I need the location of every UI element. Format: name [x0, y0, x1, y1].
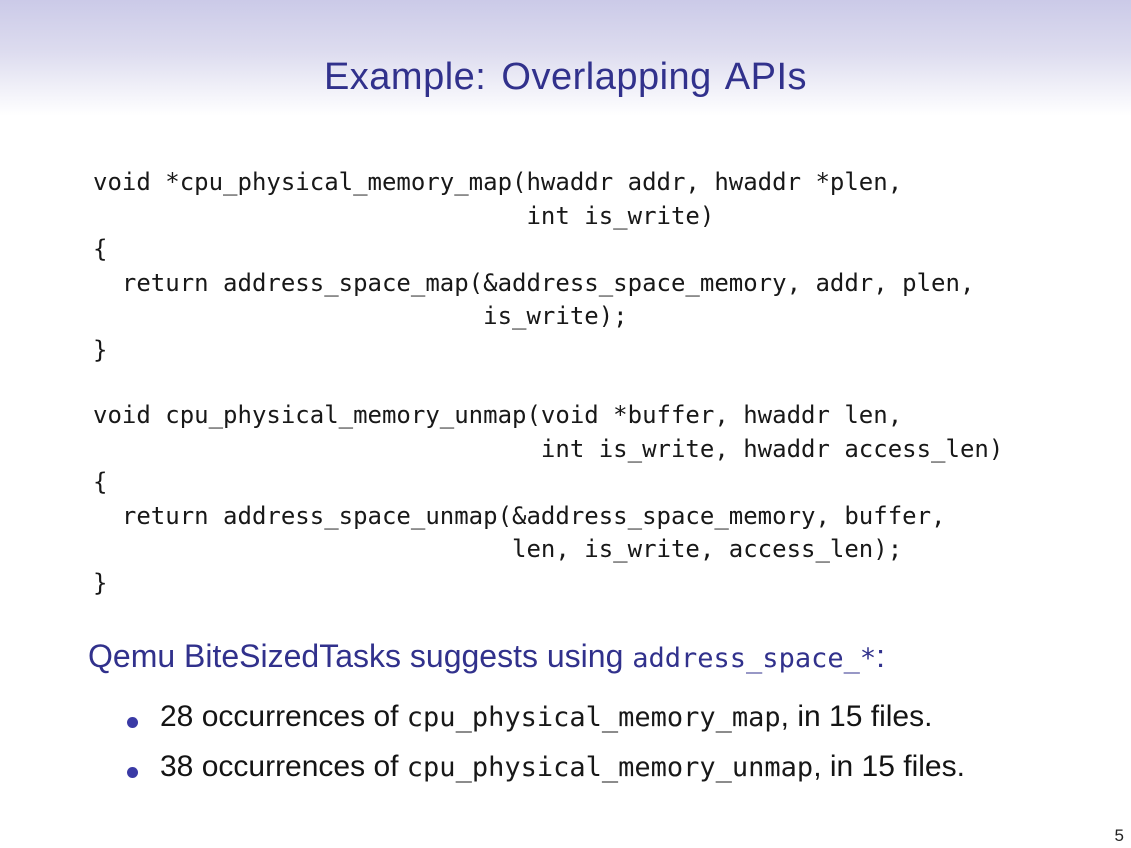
bullet-2-text-after: , in 15 files.: [813, 750, 965, 783]
suggestion-line: Qemu BiteSizedTasks suggests using addre…: [88, 637, 885, 675]
bullet-icon: [127, 717, 138, 728]
bullet-1-text-after: , in 15 files.: [780, 700, 933, 733]
bullet-item: 38 occurrences of cpu_physical_memory_un…: [127, 750, 965, 785]
inline-code-map: cpu_physical_memory_map: [406, 702, 781, 733]
page-number: 5: [1114, 826, 1124, 845]
bullet-text: 38 occurrences of cpu_physical_memory_un…: [160, 750, 965, 785]
suggestion-text-after: :: [876, 638, 885, 674]
bullet-item: 28 occurrences of cpu_physical_memory_ma…: [127, 700, 932, 735]
inline-code-unmap: cpu_physical_memory_unmap: [406, 752, 814, 783]
code-block-unmap: void cpu_physical_memory_unmap(void *buf…: [93, 401, 1004, 597]
slide-title: Example: Overlapping APIs: [323, 56, 808, 98]
bullet-1-text-before: 28 occurrences of: [160, 700, 407, 733]
code-block-map: void *cpu_physical_memory_map(hwaddr add…: [93, 168, 975, 364]
slide-header-gradient: [0, 0, 1131, 116]
inline-code-address-space: address_space_*: [632, 643, 877, 674]
bullet-icon: [127, 767, 138, 778]
bullet-2-text-before: 38 occurrences of: [160, 750, 407, 783]
suggestion-text-before: Qemu BiteSizedTasks suggests using: [88, 638, 633, 674]
bullet-text: 28 occurrences of cpu_physical_memory_ma…: [160, 700, 932, 735]
